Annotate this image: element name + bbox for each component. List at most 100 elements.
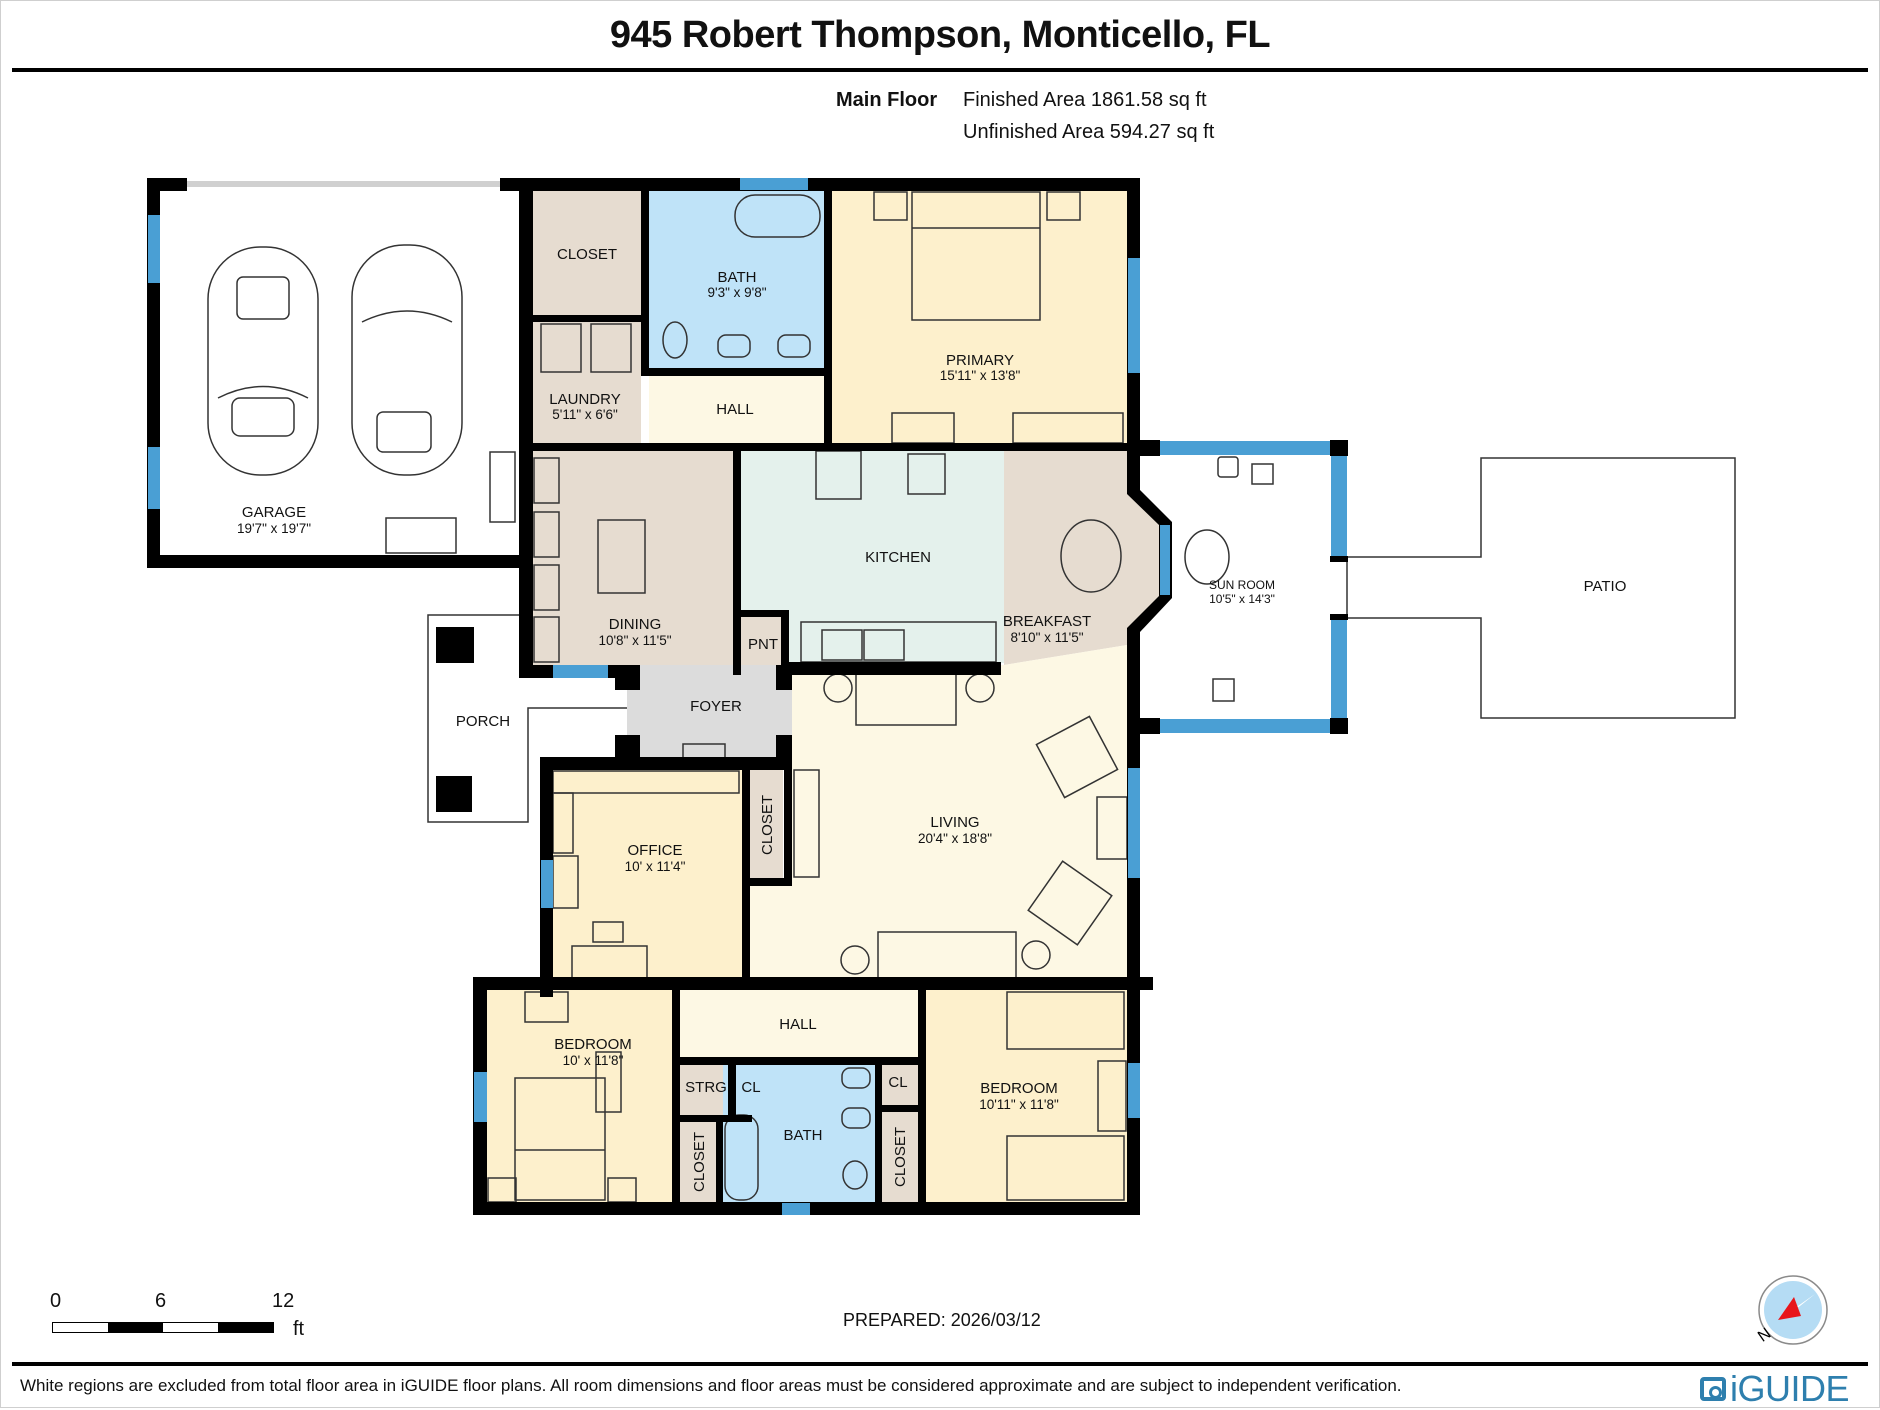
windows — [148, 178, 1347, 1215]
room-label-office-closet: CLOSET — [759, 795, 776, 855]
room-label-kitchen: KITCHEN — [865, 549, 931, 566]
page-title: 945 Robert Thompson, Monticello, FL — [609, 14, 1271, 56]
window — [1160, 525, 1170, 595]
twin-bed-icon — [1006, 1135, 1125, 1201]
header-divider — [12, 68, 1868, 72]
room-dims-office: 10' x 11'4" — [625, 859, 686, 874]
dining-table-icon — [597, 519, 646, 594]
window — [1128, 1063, 1140, 1118]
washer-icon — [590, 323, 632, 373]
room-dims-primary: 15'11" x 13'8" — [940, 368, 1021, 383]
window — [740, 178, 808, 190]
furniture — [207, 191, 1274, 1203]
iguide-logo: iGUIDE — [1700, 1368, 1850, 1410]
porch-column — [436, 627, 474, 663]
room-label-sun-room: SUN ROOM — [1209, 578, 1275, 592]
room-label-hall-top: HALL — [716, 401, 754, 418]
room-label-office: OFFICE — [628, 842, 683, 859]
room-label-pantry: PNT — [748, 636, 778, 653]
window — [1160, 441, 1330, 455]
scale-unit: ft — [293, 1318, 305, 1340]
toilet-icon — [662, 321, 688, 359]
room-label-bath-primary: BATH — [718, 269, 757, 286]
room-label-closet: CLOSET — [557, 246, 617, 263]
room-label-cl-left: CL — [741, 1079, 760, 1096]
sink-icon — [841, 1067, 871, 1089]
window — [148, 215, 160, 283]
sunroom-table-icon — [1184, 529, 1230, 585]
disclaimer-text: White regions are excluded from total fl… — [20, 1376, 1402, 1395]
room-label-breakfast: BREAKFAST — [1003, 613, 1091, 630]
window — [1331, 456, 1347, 556]
room-label-laundry: LAUNDRY — [549, 391, 620, 408]
room-label-bath-hall: BATH — [784, 1127, 823, 1144]
chair-icon — [592, 921, 624, 943]
window — [782, 1203, 810, 1215]
bed-icon — [911, 191, 1041, 321]
window — [1160, 719, 1330, 733]
window — [474, 1072, 487, 1122]
room-dims-bedroom-right: 10'11" x 11'8" — [979, 1097, 1059, 1112]
room-dims-sun-room: 10'5" x 14'3" — [1209, 592, 1275, 606]
room-label-primary: PRIMARY — [946, 352, 1014, 369]
scale-tick: 0 — [50, 1290, 62, 1312]
room-label-bedroom-left: BEDROOM — [554, 1036, 632, 1053]
window — [541, 860, 553, 908]
room-label-storage: STRG — [685, 1079, 727, 1096]
car-icon — [207, 246, 319, 476]
sink-icon — [717, 334, 751, 358]
scale-tick: 6 — [155, 1290, 167, 1312]
room-fills — [160, 190, 1335, 1202]
iguide-logo-icon — [1700, 1377, 1726, 1401]
car-icon — [351, 244, 463, 476]
window — [553, 665, 608, 678]
sink-icon — [841, 1107, 871, 1129]
scale-segments — [52, 1322, 274, 1333]
toilet-icon — [842, 1160, 868, 1190]
room-dims-garage: 19'7" x 19'7" — [237, 521, 311, 536]
room-label-bedroom-right: BEDROOM — [980, 1080, 1058, 1097]
scale-tick: 12 — [272, 1290, 295, 1312]
dryer-icon — [540, 323, 582, 373]
room-label-living: LIVING — [930, 814, 979, 831]
room-dims-laundry: 5'11" x 6'6" — [552, 407, 618, 422]
floor-name: Main Floor — [836, 89, 938, 111]
footer-divider — [12, 1362, 1868, 1366]
armchair-icon — [1027, 860, 1113, 946]
unfinished-area: Unfinished Area 594.27 sq ft — [963, 121, 1215, 143]
compass-icon: N — [1755, 1275, 1828, 1346]
room-label-closet-bl: CLOSET — [691, 1132, 708, 1192]
room-dims-living: 20'4" x 18'8" — [918, 831, 992, 846]
prepared-date: PREPARED: 2026/03/12 — [843, 1310, 1041, 1330]
armchair-icon — [1035, 715, 1119, 799]
room-dims-dining: 10'8" x 11'5" — [598, 633, 671, 648]
bathtub-icon — [734, 194, 821, 238]
patio-region — [1346, 457, 1736, 719]
twin-bed-icon — [1006, 991, 1125, 1050]
porch-column — [436, 776, 472, 812]
room-label-garage: GARAGE — [242, 504, 306, 521]
window — [1128, 258, 1140, 373]
room-dims-bath-primary: 9'3" x 9'8" — [707, 285, 766, 300]
room-label-foyer: FOYER — [690, 698, 742, 715]
stove-icon — [907, 453, 946, 495]
room-label-patio: PATIO — [1584, 578, 1627, 595]
room-label-hall-bottom: HALL — [779, 1016, 817, 1033]
breakfast-table-icon — [1060, 519, 1122, 593]
iguide-logo-text: iGUIDE — [1730, 1368, 1850, 1409]
sink-icon — [777, 334, 811, 358]
room-dims-bedroom-left: 10' x 11'8" — [563, 1053, 624, 1068]
window — [148, 447, 160, 509]
bed-icon — [514, 1077, 606, 1201]
room-label-closet-br: CLOSET — [892, 1127, 909, 1187]
room-label-cl-right: CL — [888, 1074, 907, 1091]
window — [1128, 768, 1140, 878]
finished-area: Finished Area 1861.58 sq ft — [963, 89, 1207, 111]
window — [1331, 620, 1347, 718]
room-labels: GARAGE 19'7" x 19'7" CLOSET LAUNDRY 5'11… — [237, 246, 1626, 1192]
room-dims-breakfast: 8'10" x 11'5" — [1010, 630, 1083, 645]
garage-door — [187, 181, 500, 187]
room-label-dining: DINING — [609, 616, 662, 633]
room-label-porch: PORCH — [456, 713, 510, 730]
